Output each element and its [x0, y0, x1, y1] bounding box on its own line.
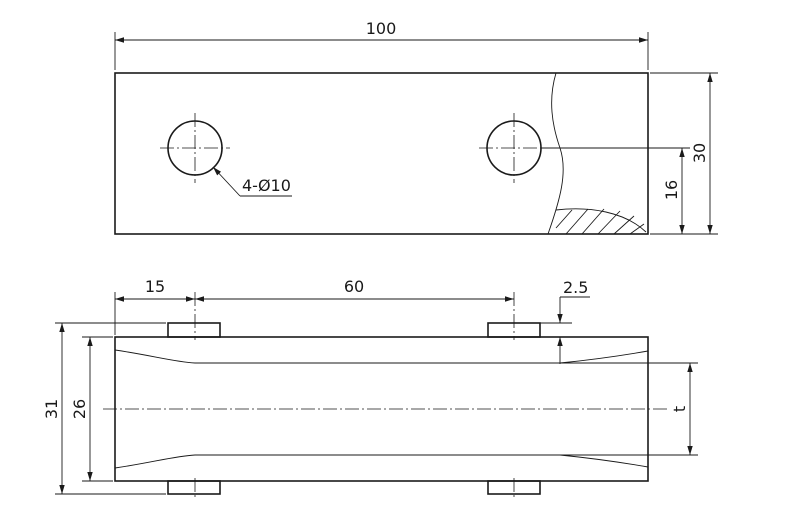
front-view: 15 60 2.5 31 26 t	[42, 277, 698, 500]
dim-thickness: t	[670, 406, 689, 412]
dim-height: 30	[690, 143, 709, 163]
hole-leader	[212, 166, 241, 197]
dim-overall-width: 31	[42, 399, 61, 419]
dim-hole-offset: 16	[662, 180, 681, 200]
section-hatch	[555, 208, 645, 235]
boss-top-left	[167, 322, 221, 338]
dim-inner-width: 26	[70, 399, 89, 419]
dim-length: 100	[366, 19, 397, 38]
top-view-outline	[114, 72, 649, 235]
dim-edge-offset: 15	[145, 277, 165, 296]
hole-callout: 4-Ø10	[242, 176, 291, 195]
section-hatch-boundary	[555, 208, 647, 233]
inner-curve-bottom	[114, 454, 649, 469]
dim-flange: 2.5	[563, 278, 588, 297]
dim-hole-spacing: 60	[344, 277, 364, 296]
top-view: 100 30 16 4-Ø10	[114, 19, 718, 235]
boss-bottom-left	[167, 480, 221, 495]
inner-curve-top	[114, 349, 649, 364]
